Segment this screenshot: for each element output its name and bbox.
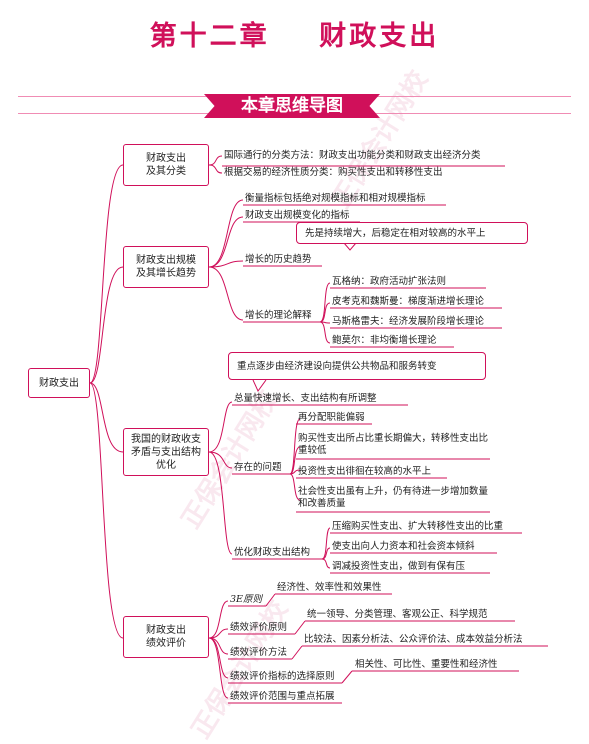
sub-branch-label: 绩效评价原则 bbox=[230, 622, 288, 633]
branch-node-spending-scale: 财政支出规模 及其增长趋势 bbox=[123, 246, 209, 288]
sub-branch-label: 增长的理论解释 bbox=[245, 310, 312, 321]
sub-branch-label: 增长的历史趋势 bbox=[245, 254, 312, 265]
leaf-text: 财政支出规模变化的指标 bbox=[245, 210, 350, 221]
branch-node-fiscal-contradiction: 我国的财政收支 矛盾与支出结构 优化 bbox=[123, 428, 209, 476]
leaf-text: 相关性、可比性、重要性和经济性 bbox=[355, 659, 498, 670]
leaf-text: 比较法、因素分析法、公众评价法、成本效益分析法 bbox=[304, 634, 523, 645]
chapter-title: 第十二章 财政支出 bbox=[149, 21, 440, 52]
leaf-text: 统一领导、分类管理、客观公正、科学规范 bbox=[307, 609, 488, 620]
leaf-text: 经济性、效率性和效果性 bbox=[277, 582, 382, 593]
leaf-text: 购买性支出所占比重长期偏大，转移性支出比重较低 bbox=[298, 433, 489, 456]
leaf-text: 马斯格雷夫：经济发展阶段增长理论 bbox=[332, 316, 485, 327]
branch-node-spending-classification: 财政支出 及其分类 bbox=[123, 144, 209, 186]
note-callout: 先是持续增大，后稳定在相对较高的水平上 bbox=[296, 222, 528, 244]
leaf-text: 再分配职能偏弱 bbox=[298, 412, 365, 423]
leaf-text: 衡量指标包括绝对规模指标和相对规模指标 bbox=[245, 193, 426, 204]
mind-map-banner: 本章思维导图 bbox=[204, 94, 380, 118]
sub-branch-label: 绩效评价方法 bbox=[230, 647, 288, 658]
leaf-text: 社会性支出虽有上升，仍有待进一步增加数量和改善质量 bbox=[298, 486, 489, 509]
leaf-text: 投资性支出徘徊在较高的水平上 bbox=[298, 466, 432, 477]
leaf-text: 瓦格纳：政府活动扩张法则 bbox=[332, 276, 447, 287]
sub-branch-label: 总量快速增长、支出结构有所调整 bbox=[234, 393, 377, 404]
root-node: 财政支出 bbox=[28, 368, 90, 398]
leaf-text: 压缩购买性支出、扩大转移性支出的比重 bbox=[332, 521, 504, 532]
sub-branch-label: 存在的问题 bbox=[234, 462, 282, 473]
note-callout: 重点逐步由经济建设向提供公共物品和服务转变 bbox=[228, 352, 486, 380]
sub-branch-label: 绩效评价指标的选择原则 bbox=[230, 671, 335, 682]
leaf-text: 鲍莫尔：非均衡增长理论 bbox=[332, 335, 437, 346]
branch-node-performance-evaluation: 财政支出 绩效评价 bbox=[123, 616, 209, 658]
sub-branch-label: 3E原则 bbox=[230, 594, 262, 605]
leaf-text: 根据交易的经济性质分类：购买性支出和转移性支出 bbox=[224, 167, 443, 178]
leaf-text: 国际通行的分类方法：财政支出功能分类和财政支出经济分类 bbox=[224, 150, 481, 161]
sub-branch-label: 优化财政支出结构 bbox=[234, 547, 311, 558]
sub-branch-label: 绩效评价范围与重点拓展 bbox=[230, 691, 335, 702]
leaf-text: 调减投资性支出，做到有保有压 bbox=[332, 561, 466, 572]
mind-map-connectors bbox=[89, 155, 548, 704]
leaf-text: 使支出向人力资本和社会资本倾斜 bbox=[332, 541, 475, 552]
leaf-text: 皮考克和魏斯曼：梯度渐进增长理论 bbox=[332, 296, 485, 307]
